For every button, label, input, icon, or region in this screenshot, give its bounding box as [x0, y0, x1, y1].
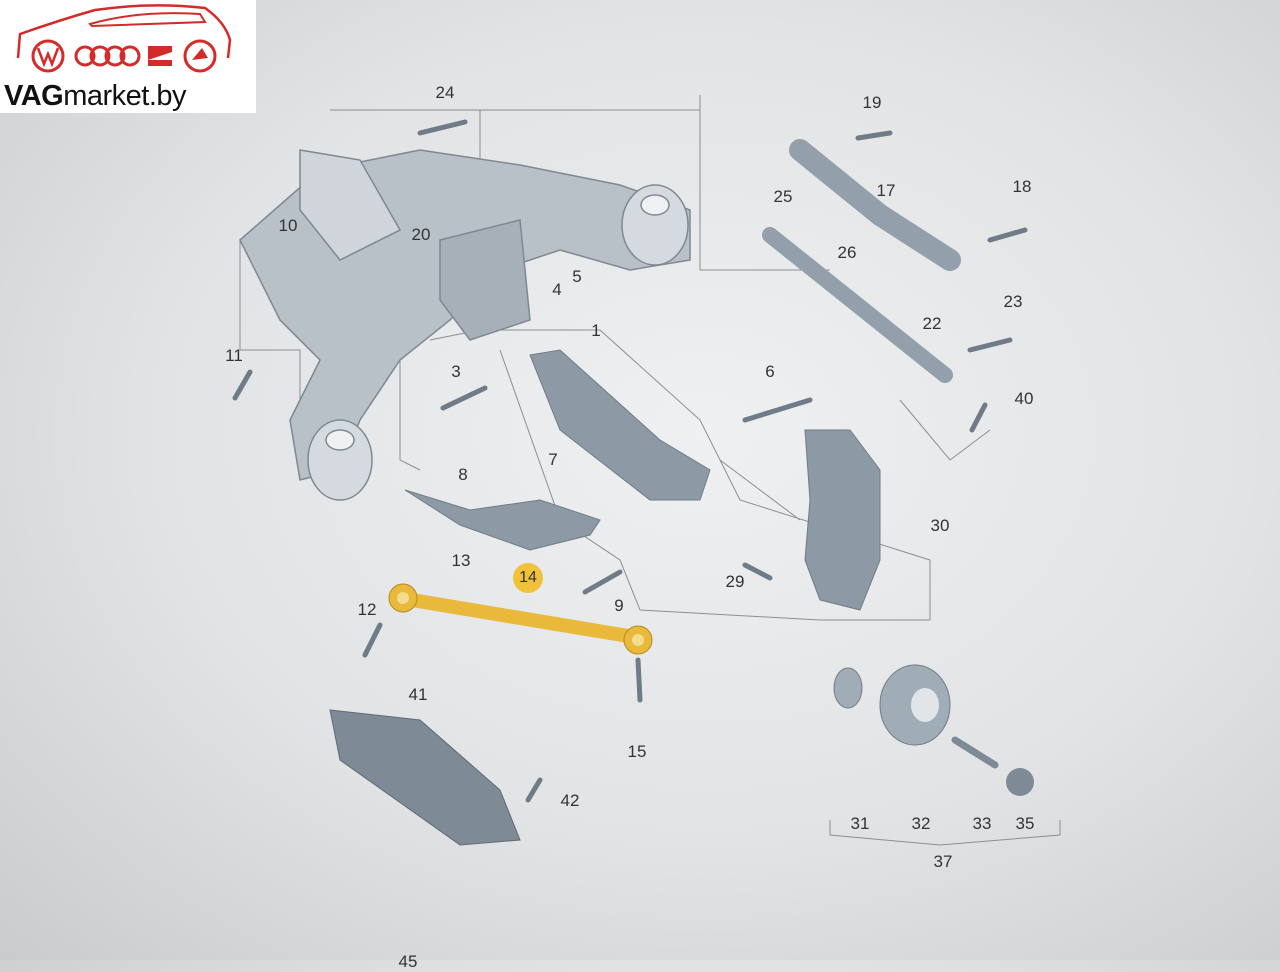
rear-subframe [239, 149, 691, 501]
callout-9[interactable]: 9 [614, 596, 624, 615]
callout-11[interactable]: 11 [225, 346, 243, 365]
part-31-bearing [833, 667, 863, 709]
part-1-lower-arm [529, 349, 711, 501]
callout-10[interactable]: 10 [278, 216, 298, 235]
logo-brand-bold: VAG [4, 80, 64, 112]
callout-7[interactable]: 7 [548, 450, 558, 469]
callout-19[interactable]: 19 [862, 93, 882, 112]
callout-25[interactable]: 25 [773, 187, 793, 206]
callout-35[interactable]: 35 [1015, 814, 1035, 833]
vagmarket-logo[interactable]: VAGmarket.by [0, 0, 256, 113]
callout-24[interactable]: 24 [435, 83, 455, 102]
part-33-bolt [951, 736, 999, 769]
callout-42[interactable]: 42 [560, 791, 580, 810]
callout-5[interactable]: 5 [572, 267, 582, 286]
callout-23[interactable]: 23 [1003, 292, 1023, 311]
part-17-upper-link [789, 139, 961, 271]
callout-29[interactable]: 29 [725, 572, 745, 591]
callout-14-highlighted[interactable]: 14 [513, 563, 543, 593]
bolts [232, 119, 1028, 803]
callout-3[interactable]: 3 [451, 362, 461, 381]
callout-1[interactable]: 1 [591, 321, 601, 340]
callout-15[interactable]: 15 [627, 742, 647, 761]
part-8-arm [404, 489, 601, 551]
callout-30[interactable]: 30 [930, 516, 950, 535]
callout-13[interactable]: 13 [451, 551, 471, 570]
logo-text: VAGmarket.by [4, 80, 187, 113]
callout-32[interactable]: 32 [911, 814, 931, 833]
callout-31[interactable]: 31 [850, 814, 870, 833]
callout-26[interactable]: 26 [837, 243, 857, 262]
part-30-wheel-hub-carrier [804, 429, 881, 611]
leader-lines [239, 95, 1061, 846]
callout-17[interactable]: 17 [876, 181, 896, 200]
logo-brand-rest: market.by [63, 80, 187, 112]
callout-41[interactable]: 41 [408, 685, 428, 704]
suspension-arms [329, 139, 1034, 846]
callout-37[interactable]: 37 [933, 852, 953, 871]
callout-6[interactable]: 6 [765, 362, 775, 381]
part-35-cap [1006, 768, 1034, 796]
part-41-cover [329, 709, 521, 846]
car-brands-logo-icon [16, 4, 232, 73]
part-14-track-rod [393, 591, 647, 645]
callout-45[interactable]: 45 [398, 952, 418, 971]
callout-20[interactable]: 20 [411, 225, 431, 244]
callout-40[interactable]: 40 [1014, 389, 1034, 408]
callout-33[interactable]: 33 [972, 814, 992, 833]
callout-18[interactable]: 18 [1012, 177, 1032, 196]
part-22-link [762, 227, 953, 383]
callout-12[interactable]: 12 [357, 600, 377, 619]
callout-4[interactable]: 4 [552, 280, 562, 299]
callout-8[interactable]: 8 [458, 465, 468, 484]
callout-22[interactable]: 22 [922, 314, 942, 333]
